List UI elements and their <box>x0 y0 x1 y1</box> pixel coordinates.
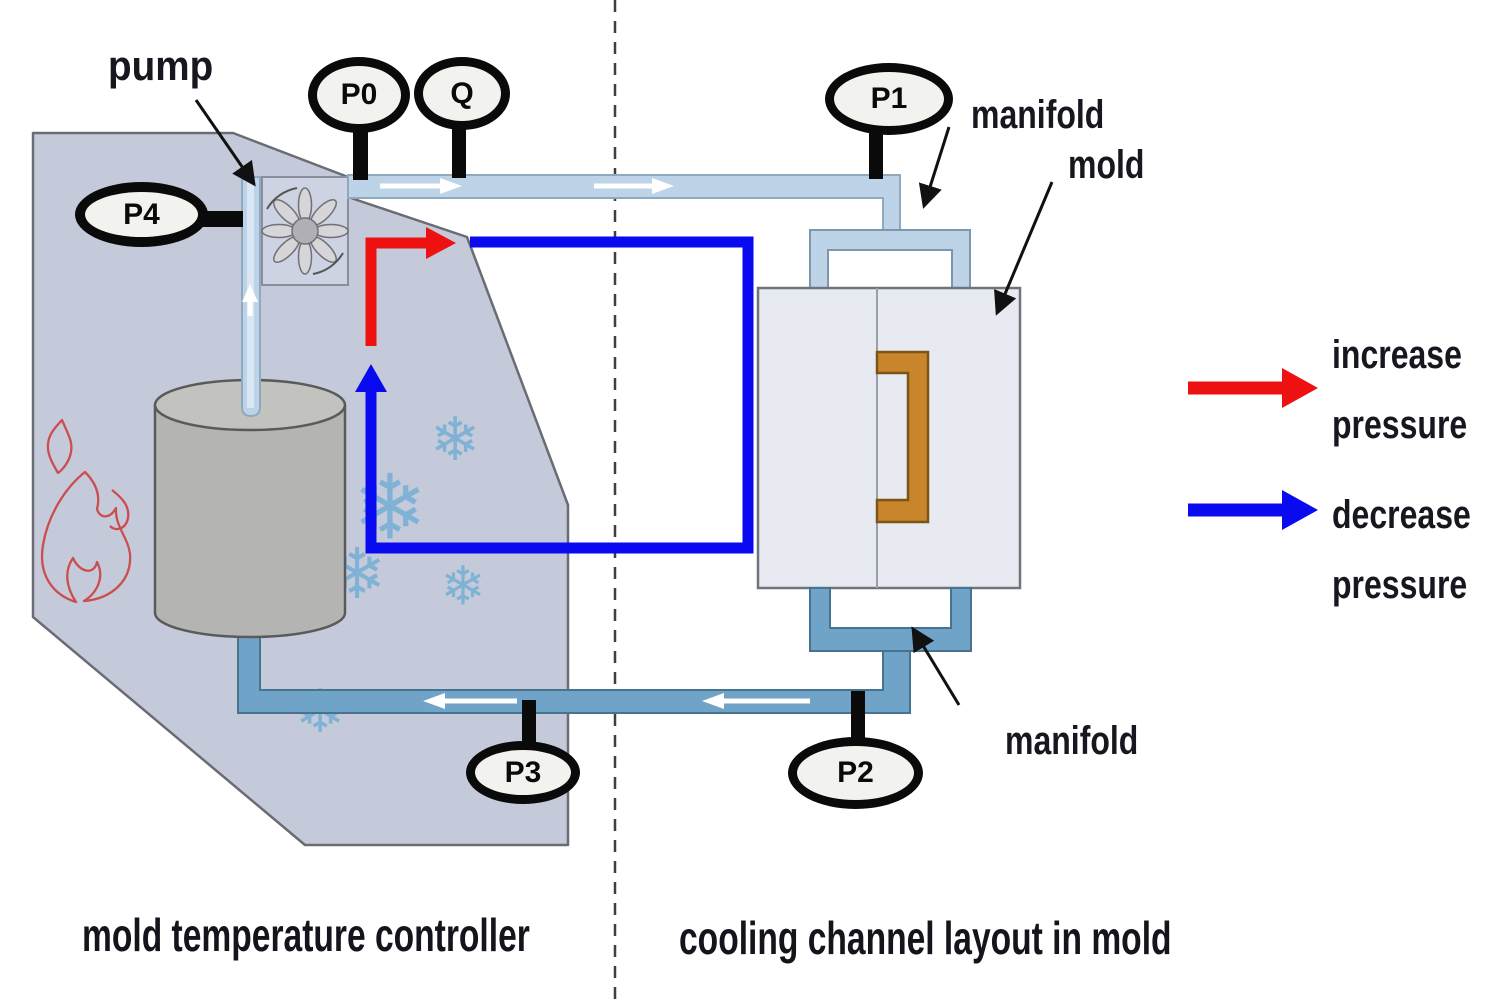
manifold-top-label: manifold <box>971 93 1105 137</box>
pump-label: pump <box>108 42 214 89</box>
gauge-stem-p3 <box>522 700 536 745</box>
gauge-stem-p1 <box>869 131 883 179</box>
manifold-bottom-shape <box>809 587 972 652</box>
gauge-p1: P1 <box>825 63 953 135</box>
annotation-arrows <box>194 99 1054 706</box>
gauge-p2-label: P2 <box>837 756 874 789</box>
flow-arrow-up-icon <box>242 284 258 316</box>
legend-increase-line2: pressure <box>1332 403 1468 447</box>
gauge-stem-q <box>452 126 466 178</box>
legend-increase-arrow-icon <box>1188 368 1318 408</box>
manifold-top-shape <box>809 229 971 289</box>
flame-icon <box>40 418 132 604</box>
mold-block <box>756 286 1022 590</box>
legend-decrease-label: decrease pressure <box>1332 480 1471 620</box>
cooling-channel <box>875 350 930 524</box>
increase-pressure-path <box>365 227 456 346</box>
gauge-p1-label: P1 <box>870 82 908 115</box>
legend-decrease-line2: pressure <box>1332 563 1468 607</box>
mold-label: mold <box>1068 143 1145 187</box>
gauge-stem-p0 <box>353 130 368 180</box>
legend-decrease-line1: decrease <box>1332 493 1471 537</box>
snowflake-icon: ❄ <box>440 555 485 618</box>
gauge-p0: P0 <box>308 57 410 133</box>
flow-arrows <box>242 178 810 709</box>
mold-annotation-arrow <box>994 181 1054 316</box>
manifold-bottom-annotation-arrow <box>911 626 961 706</box>
flow-arrow-right-icon <box>380 178 462 194</box>
gauge-p4: P4 <box>75 182 208 247</box>
legend-increase-line1: increase <box>1332 333 1462 377</box>
legend-increase-label: increase pressure <box>1332 320 1467 460</box>
gauge-q: Q <box>414 57 510 130</box>
gauge-p0-label: P0 <box>340 78 378 111</box>
snowflake-icon: ❄ <box>430 405 480 475</box>
legend-decrease-arrow-icon <box>1188 490 1318 530</box>
gauge-stem-p4 <box>203 211 243 227</box>
flow-arrow-right-icon <box>594 178 674 194</box>
pump-annotation-arrow <box>194 99 256 187</box>
flow-arrow-left-icon <box>702 693 810 709</box>
gauge-p4-label: P4 <box>123 197 160 231</box>
caption-cooling-channel-layout: cooling channel layout in mold <box>679 912 1172 964</box>
water-tank <box>153 378 347 639</box>
manifold-top-annotation-arrow <box>918 126 951 209</box>
gauge-p3-label: P3 <box>504 755 542 789</box>
caption-mold-temperature-controller: mold temperature controller <box>82 909 530 961</box>
gauge-p2: P2 <box>788 737 923 809</box>
decrease-pressure-path <box>355 236 754 554</box>
manifold-bottom-label: manifold <box>1005 719 1139 763</box>
supply-pipe <box>347 174 901 231</box>
pump-fan-icon <box>261 187 349 275</box>
gauge-stem-p2 <box>851 691 865 741</box>
flow-arrow-left-icon <box>423 693 517 709</box>
gauge-q-label: Q <box>450 76 474 110</box>
gauge-p3: P3 <box>466 741 580 804</box>
